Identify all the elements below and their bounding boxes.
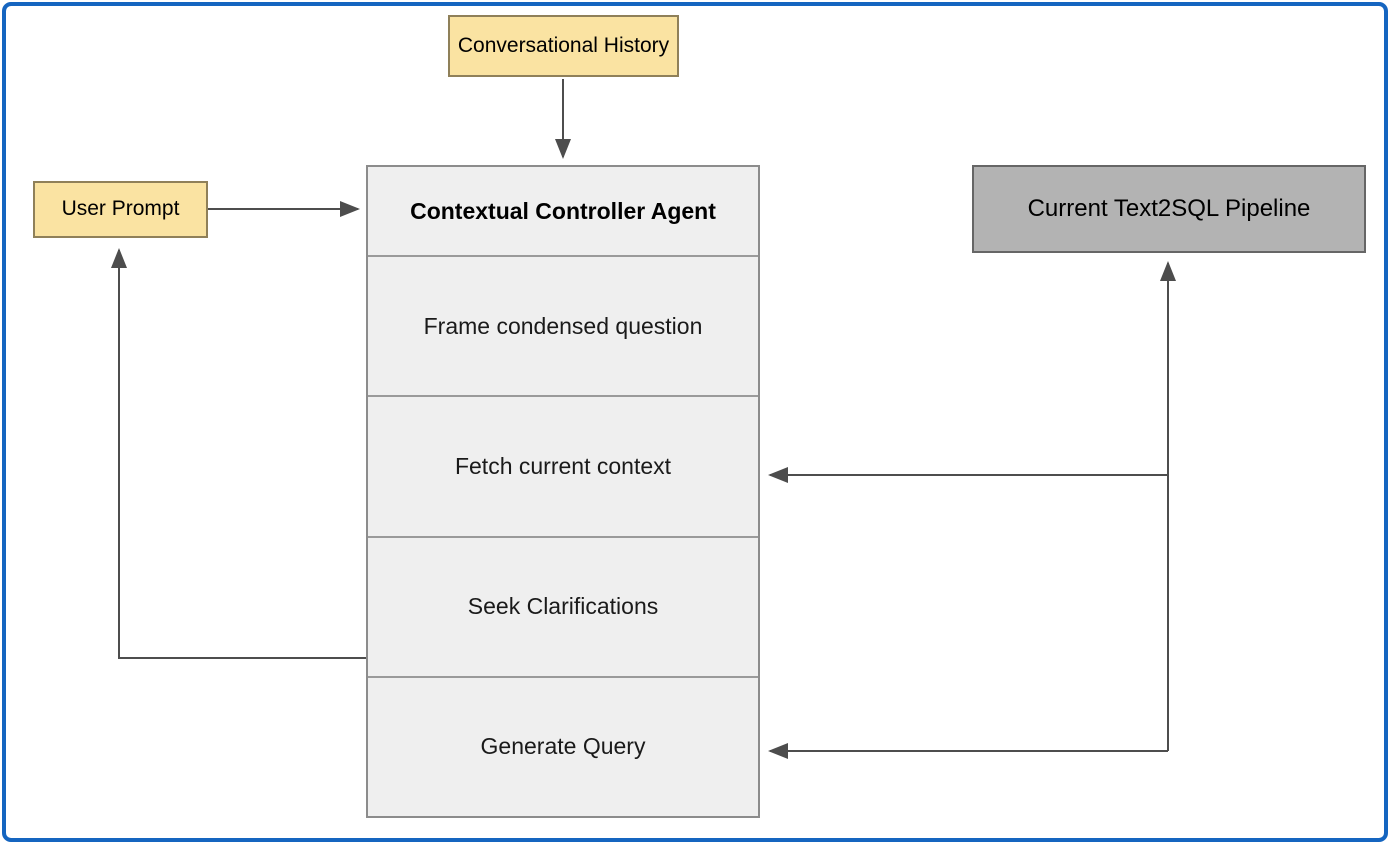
agent-step-label: Fetch current context (454, 452, 672, 479)
agent-step-seek-clarifications[interactable]: Seek Clarifications (368, 537, 758, 678)
agent-step-label: Seek Clarifications (467, 593, 659, 620)
node-current-text2sql-pipeline-label: Current Text2SQL Pipeline (1027, 195, 1311, 222)
agent-title: Contextual Controller Agent (410, 197, 716, 224)
node-user-prompt-label: User Prompt (61, 197, 180, 221)
node-conversational-history[interactable]: Conversational History (448, 15, 679, 77)
node-contextual-controller-agent[interactable]: Contextual Controller Agent Frame conden… (366, 165, 760, 818)
agent-header: Contextual Controller Agent (368, 167, 758, 257)
edge-seek-clarifications-to-user-prompt (111, 248, 366, 659)
agent-step-fetch-current-context[interactable]: Fetch current context (368, 397, 758, 538)
agent-step-frame-condensed-question[interactable]: Frame condensed question (368, 257, 758, 398)
node-conversational-history-label: Conversational History (457, 33, 670, 57)
agent-step-generate-query[interactable]: Generate Query (368, 677, 758, 816)
agent-step-label: Frame condensed question (423, 312, 703, 339)
edge-generate-query-to-pipeline (768, 261, 1176, 759)
node-user-prompt[interactable]: User Prompt (33, 181, 208, 238)
agent-step-label: Generate Query (480, 733, 646, 760)
node-current-text2sql-pipeline[interactable]: Current Text2SQL Pipeline (972, 165, 1366, 253)
